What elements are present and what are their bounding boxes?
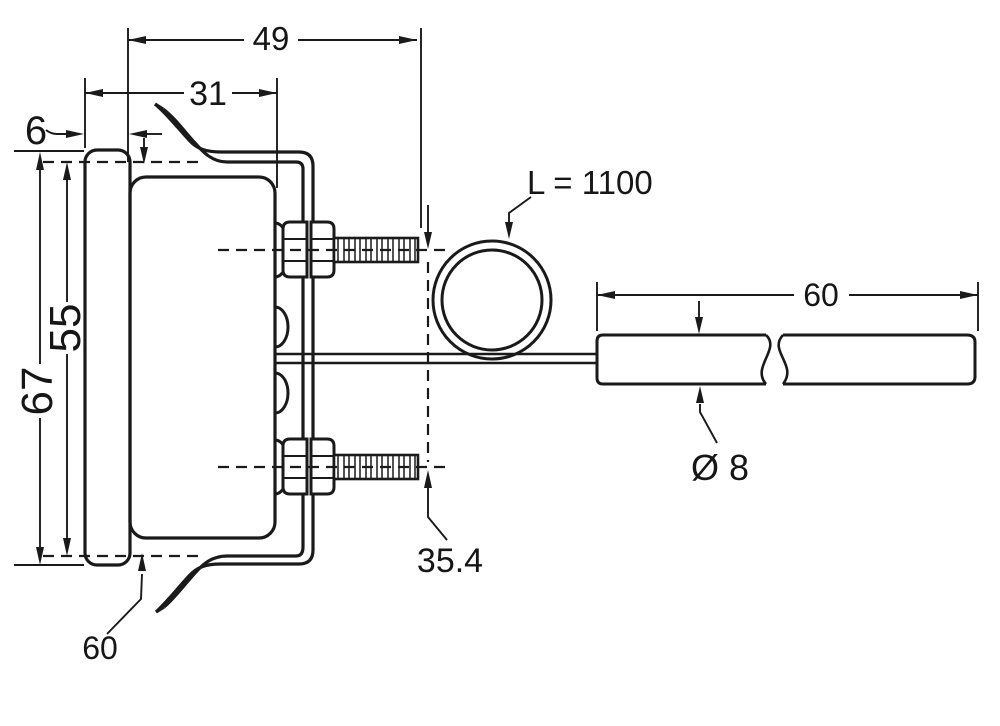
probe-left-segment xyxy=(595,333,766,386)
arrowheads xyxy=(36,36,978,571)
probe-break-right xyxy=(777,334,789,385)
arrow-67-top xyxy=(36,152,44,170)
probe-break-left xyxy=(760,334,772,385)
arrow-67-bottom xyxy=(36,547,44,565)
arrow-354-top xyxy=(424,232,432,249)
dim-55-label: 55 xyxy=(41,304,90,353)
leader-354 xyxy=(427,488,448,541)
mounting-bracket xyxy=(153,102,315,614)
capillary-length-label: L = 1100 xyxy=(527,164,653,201)
hidden-and-center-lines xyxy=(43,160,448,558)
gauge-bezel xyxy=(83,148,132,567)
capillary-tube xyxy=(275,352,597,365)
arrow-49-right xyxy=(399,36,417,44)
bracket-top-lip-tip xyxy=(154,102,164,111)
arrow-60-housing-top xyxy=(140,147,148,164)
leader-d8 xyxy=(699,404,718,444)
dimension-lines xyxy=(14,28,979,635)
dim-60-housing-label: 60 xyxy=(82,630,118,666)
leader-capillary-length xyxy=(508,196,532,224)
arrow-d8-bottom xyxy=(696,386,704,403)
arrow-d8-top xyxy=(695,317,703,334)
arrow-capillary-length xyxy=(505,222,513,239)
dim-31-label: 31 xyxy=(189,75,227,113)
arrow-60-probe-right xyxy=(960,291,978,299)
arrow-55-top xyxy=(63,162,71,180)
sensor-probe xyxy=(595,333,977,386)
leader-6 xyxy=(45,129,66,135)
arrow-49-left xyxy=(128,36,146,44)
dim-67-label: 67 xyxy=(13,367,62,416)
dim-60-probe-label: 60 xyxy=(803,277,839,313)
dim-354-label: 35.4 xyxy=(417,542,483,580)
dim-d8-label: Ø 8 xyxy=(691,447,749,488)
bracket-outer-edge xyxy=(153,102,315,614)
leader-60-housing xyxy=(106,573,143,635)
arrow-6-left xyxy=(129,130,147,138)
bottom-nut-facets xyxy=(284,455,333,479)
arrow-354-bottom xyxy=(424,470,432,488)
bracket-inner-edge xyxy=(162,107,305,609)
arrow-6-right xyxy=(66,130,84,138)
arrow-31-right xyxy=(259,89,277,97)
bracket-bottom-lip-tip xyxy=(155,605,165,614)
top-nut-facets xyxy=(284,238,333,262)
gauge-housing xyxy=(128,175,277,540)
arrow-31-left xyxy=(85,89,103,97)
probe-right-segment xyxy=(783,333,977,386)
arrow-60-probe-left xyxy=(597,291,615,299)
arrow-55-bottom xyxy=(63,538,71,556)
dim-49-label: 49 xyxy=(253,20,290,57)
dim-6-label: 6 xyxy=(25,109,47,153)
bottom-outer-nut xyxy=(309,437,336,496)
arrow-60-housing-bottom xyxy=(138,553,146,571)
capillary-coil xyxy=(431,239,553,361)
top-outer-nut xyxy=(309,220,336,279)
